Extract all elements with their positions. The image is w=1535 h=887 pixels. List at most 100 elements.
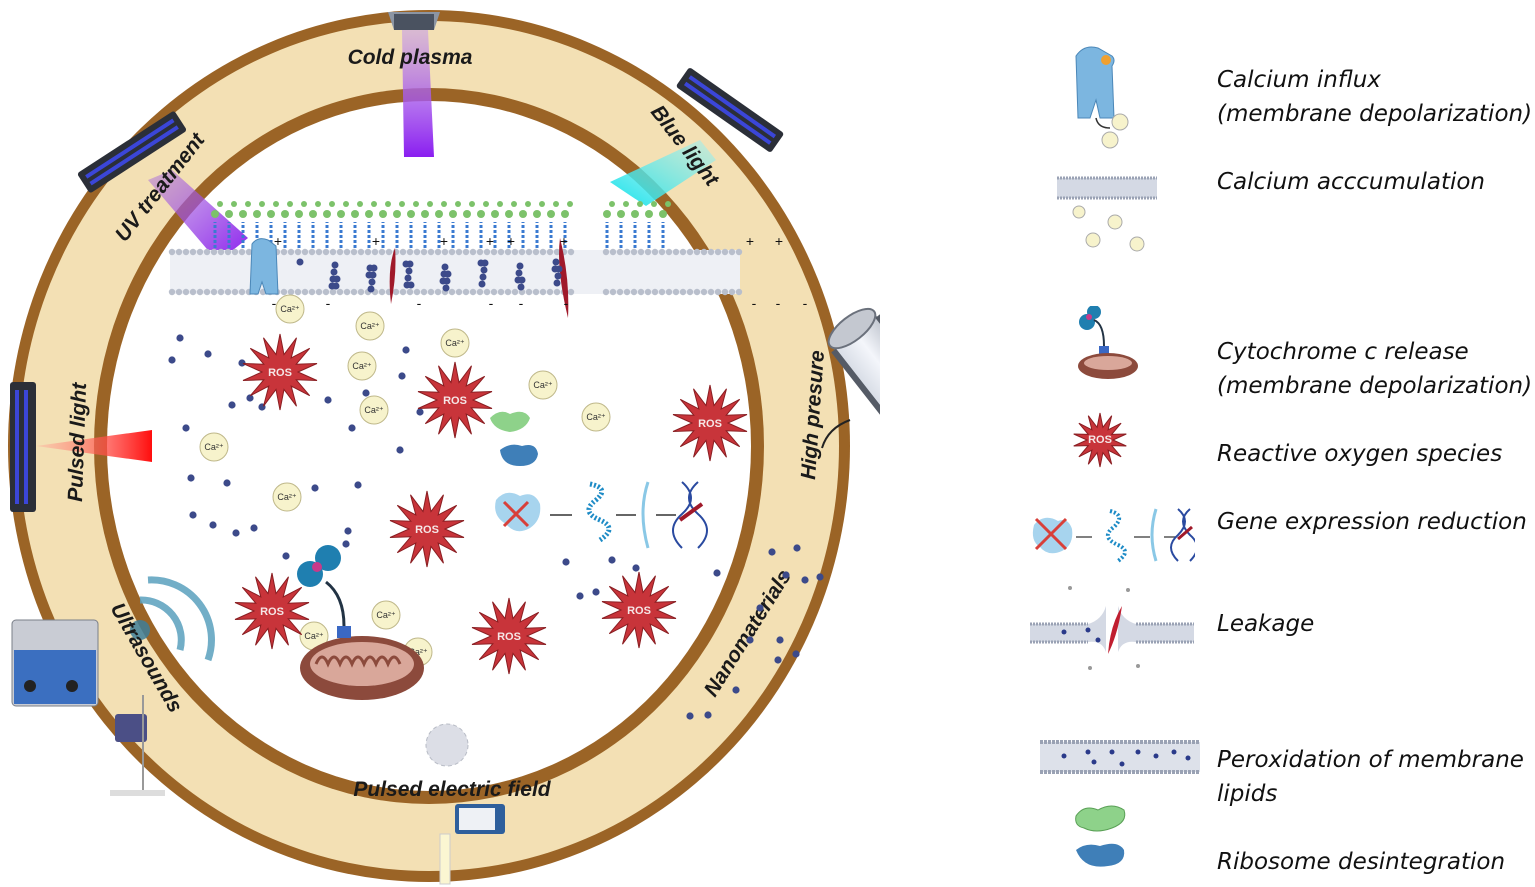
negative-charge: -: [417, 295, 422, 311]
lipid-head: [665, 248, 673, 256]
nanoparticle: [576, 592, 584, 600]
nanoparticle: [551, 265, 559, 273]
lipid-head: [420, 288, 428, 296]
lipid-head: [217, 288, 225, 296]
nanoparticle: [366, 264, 374, 272]
glycan-head: [469, 201, 475, 207]
nanoparticle: [368, 278, 376, 286]
treatment-ring-diagram: Cold plasma UV treatment Blue light Puls…: [8, 10, 880, 885]
lipid-head: [728, 248, 736, 256]
lipid-head: [700, 288, 708, 296]
nanoparticle: [330, 268, 338, 276]
lipid-head: [210, 288, 218, 296]
positive-charge: +: [274, 233, 282, 249]
nanoparticle: [768, 548, 776, 556]
lipid-head: [735, 248, 743, 256]
nanoparticle: [168, 356, 176, 364]
lipid-head: [567, 288, 575, 296]
positive-charge: +: [440, 233, 448, 249]
glycan-head: [631, 210, 639, 218]
legend-label: Calcium influx: [1217, 67, 1381, 93]
nanoparticle: [514, 276, 522, 284]
lipid-head: [343, 288, 351, 296]
nanoparticle: [552, 258, 560, 266]
nanoparticle: [223, 479, 231, 487]
glycan-head: [407, 210, 415, 218]
negative-charge: -: [752, 295, 757, 311]
lipid-head: [168, 288, 176, 296]
glycan-head: [287, 201, 293, 207]
lipid-head: [525, 248, 533, 256]
lipid-head: [322, 288, 330, 296]
ros-burst: ROS: [471, 597, 547, 675]
nanoparticle: [396, 446, 404, 454]
nanoparticle: [480, 266, 488, 274]
legend-label: Ribosome desintegration: [1217, 849, 1506, 875]
nanoparticle: [686, 712, 694, 720]
lipid-head: [448, 288, 456, 296]
glycan-head: [337, 210, 345, 218]
ros-label: ROS: [497, 631, 521, 643]
glycan-head: [259, 201, 265, 207]
ros-label: ROS: [268, 367, 292, 379]
ros-label: ROS: [415, 524, 439, 536]
lipid-head: [532, 248, 540, 256]
lipid-head: [294, 248, 302, 256]
calcium-label: Ca²⁺: [408, 647, 428, 657]
calcium-label: Ca²⁺: [445, 338, 465, 348]
nanoparticle: [402, 346, 410, 354]
lipid-head: [378, 288, 386, 296]
lipid-head: [420, 248, 428, 256]
glycan-head: [357, 201, 363, 207]
lipid-head: [476, 288, 484, 296]
lipid-head: [378, 248, 386, 256]
gene-expression-icon: [495, 481, 708, 549]
negative-charge: -: [776, 295, 781, 311]
glycan-head: [659, 210, 667, 218]
positive-charge: +: [560, 233, 568, 249]
lipid-head: [189, 288, 197, 296]
lipid-head: [630, 288, 638, 296]
glycan-head: [539, 201, 545, 207]
lipid-head: [602, 288, 610, 296]
nanoparticle: [439, 277, 447, 285]
lipid-head: [630, 248, 638, 256]
lipid-head: [511, 288, 519, 296]
uv-lamp-icon: [77, 111, 187, 193]
calcium-ion: Ca²⁺: [528, 370, 558, 400]
glycan-head: [477, 210, 485, 218]
legend-label: Reactive oxygen species: [1217, 441, 1503, 467]
lipid-head: [693, 248, 701, 256]
calcium-ion: Ca²⁺: [272, 482, 302, 512]
calcium-label: Ca²⁺: [280, 304, 300, 314]
nanoparticle: [176, 334, 184, 342]
lipid-head: [448, 248, 456, 256]
pulsed-light-lamp-icon: [10, 382, 152, 512]
nanoparticle: [311, 484, 319, 492]
pef-generator-icon: [425, 723, 505, 885]
mitochondria-cytochrome-icon: [1078, 306, 1138, 379]
lipid-head: [301, 248, 309, 256]
nanoparticle: [342, 540, 350, 548]
glycan-head: [273, 201, 279, 207]
glycan-head: [413, 201, 419, 207]
lipid-head: [469, 288, 477, 296]
nanoparticle: [442, 284, 450, 292]
lipid-head: [350, 288, 358, 296]
lipid-head: [644, 248, 652, 256]
lipid-head: [602, 248, 610, 256]
legend-label: (membrane depolarization): [1217, 101, 1533, 127]
lipid-head: [399, 248, 407, 256]
glycan-head: [371, 201, 377, 207]
legend-item-peroxidation: Peroxidation of membrane lipids: [1217, 743, 1524, 811]
lipid-head: [196, 248, 204, 256]
lipid-head: [308, 248, 316, 256]
nanoparticle: [776, 636, 784, 644]
lipid-head: [644, 288, 652, 296]
lipid-head: [210, 248, 218, 256]
lipid-head: [182, 248, 190, 256]
glycan-head: [497, 201, 503, 207]
ros-burst: ROS: [601, 571, 677, 649]
lipid-head: [721, 248, 729, 256]
glycan-head: [393, 210, 401, 218]
